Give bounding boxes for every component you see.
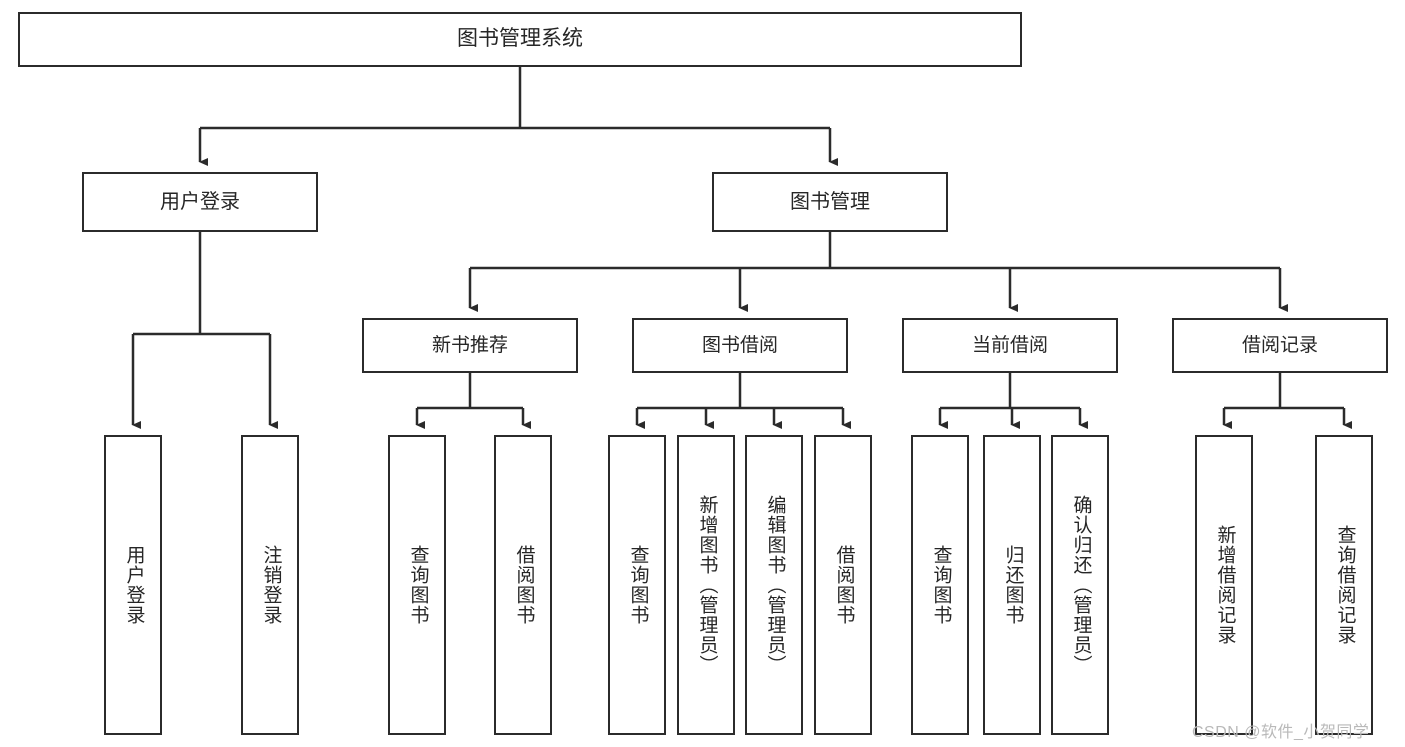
node-leaf-query-borrow-record[interactable]: 查询借阅记录 bbox=[1315, 435, 1373, 735]
node-label: 当前借阅 bbox=[971, 334, 1048, 356]
node-leaf-confirm-return-admin[interactable]: 确认归还（管理员） bbox=[1051, 435, 1109, 735]
node-label: 新增图书（管理员） bbox=[696, 495, 718, 675]
node-label: 图书借阅 bbox=[701, 334, 778, 356]
node-label: 用户登录 bbox=[123, 545, 145, 625]
node-leaf-query-book[interactable]: 查询图书 bbox=[608, 435, 666, 735]
node-label: 编辑图书（管理员） bbox=[764, 495, 786, 675]
node-label: 新增借阅记录 bbox=[1214, 525, 1236, 645]
node-label: 查询图书 bbox=[627, 545, 649, 625]
node-borrow-record[interactable]: 借阅记录 bbox=[1172, 318, 1388, 373]
node-root-system[interactable]: 图书管理系统 bbox=[18, 12, 1022, 67]
node-leaf-add-borrow-record[interactable]: 新增借阅记录 bbox=[1195, 435, 1253, 735]
node-leaf-user-logout[interactable]: 注销登录 bbox=[241, 435, 299, 735]
node-label: 归还图书 bbox=[1002, 545, 1024, 625]
node-leaf-add-book-admin[interactable]: 新增图书（管理员） bbox=[677, 435, 735, 735]
node-leaf-edit-book-admin[interactable]: 编辑图书（管理员） bbox=[745, 435, 803, 735]
node-book-management[interactable]: 图书管理 bbox=[712, 172, 948, 232]
csdn-watermark: CSDN @软件_小贺同学 bbox=[1192, 724, 1370, 741]
node-label: 借阅图书 bbox=[513, 545, 535, 625]
node-label: 注销登录 bbox=[260, 545, 282, 625]
node-book-borrow[interactable]: 图书借阅 bbox=[632, 318, 848, 373]
node-label: 图书管理 bbox=[790, 190, 870, 213]
node-new-book-recommend[interactable]: 新书推荐 bbox=[362, 318, 578, 373]
node-current-borrow[interactable]: 当前借阅 bbox=[902, 318, 1118, 373]
node-leaf-borrow-book[interactable]: 借阅图书 bbox=[814, 435, 872, 735]
node-user-login[interactable]: 用户登录 bbox=[82, 172, 318, 232]
node-label: 查询借阅记录 bbox=[1334, 525, 1356, 645]
node-leaf-query-book-current[interactable]: 查询图书 bbox=[911, 435, 969, 735]
node-leaf-query-book-recommend[interactable]: 查询图书 bbox=[388, 435, 446, 735]
node-label: 图书管理系统 bbox=[457, 27, 583, 51]
node-label: 借阅记录 bbox=[1241, 334, 1318, 356]
node-label: 查询图书 bbox=[930, 545, 952, 625]
node-leaf-borrow-book-recommend[interactable]: 借阅图书 bbox=[494, 435, 552, 735]
node-label: 借阅图书 bbox=[833, 545, 855, 625]
node-label: 确认归还（管理员） bbox=[1070, 495, 1092, 675]
node-label: 新书推荐 bbox=[431, 334, 508, 356]
node-label: 查询图书 bbox=[407, 545, 429, 625]
node-leaf-return-book[interactable]: 归还图书 bbox=[983, 435, 1041, 735]
node-leaf-user-login[interactable]: 用户登录 bbox=[104, 435, 162, 735]
node-label: 用户登录 bbox=[160, 190, 240, 213]
